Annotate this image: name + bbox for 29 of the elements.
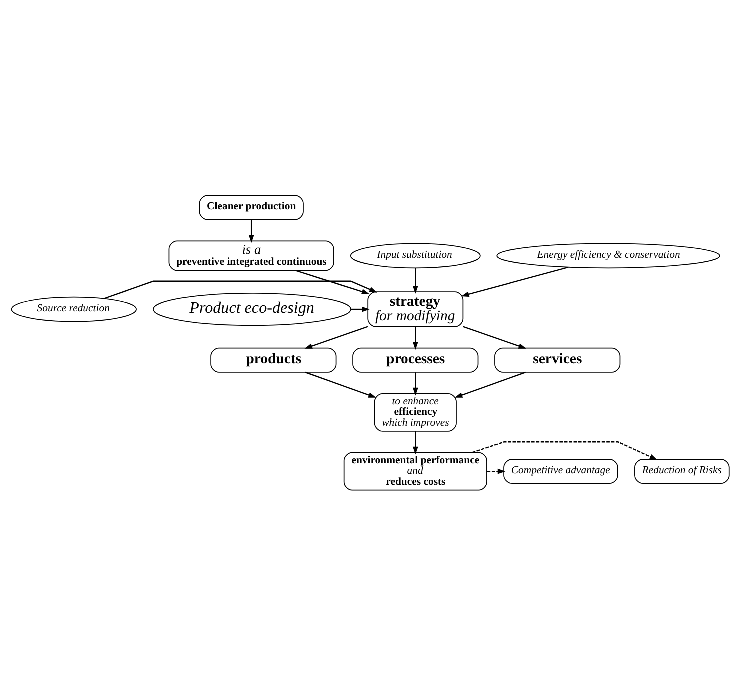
node-box: Competitive advantage	[504, 458, 618, 484]
arrow	[487, 468, 506, 474]
arrow	[412, 431, 418, 454]
arrow	[104, 280, 378, 299]
arrow	[351, 306, 370, 312]
arrow	[304, 326, 368, 348]
arrow	[412, 268, 418, 294]
arrow	[472, 441, 658, 460]
node-box: environmental performance and reduces costs	[344, 452, 488, 490]
arrow	[305, 371, 376, 398]
node-ellipse: Product eco-design	[153, 292, 352, 326]
node-box: Cleaner production	[199, 194, 304, 220]
node-box: strategy for modifying	[368, 291, 464, 327]
arrow	[248, 219, 254, 242]
node-ellipse: Energy efficiency & conservation	[496, 242, 720, 268]
node-box: processes	[352, 347, 479, 372]
node-ellipse: Input substitution	[350, 242, 481, 268]
arrow	[296, 270, 370, 294]
node-box: to enhance efficiency which improves	[374, 392, 457, 432]
node-box: is a preventive integrated continuous	[168, 240, 334, 271]
arrow	[412, 372, 418, 396]
arrow	[454, 371, 526, 398]
arrow	[461, 266, 569, 297]
arrow	[412, 326, 418, 350]
node-box: products	[210, 347, 337, 372]
node-box: Reduction of Risks	[634, 458, 730, 484]
node-box: services	[494, 347, 621, 372]
node-ellipse: Source reduction	[11, 296, 137, 322]
arrow	[463, 326, 527, 348]
